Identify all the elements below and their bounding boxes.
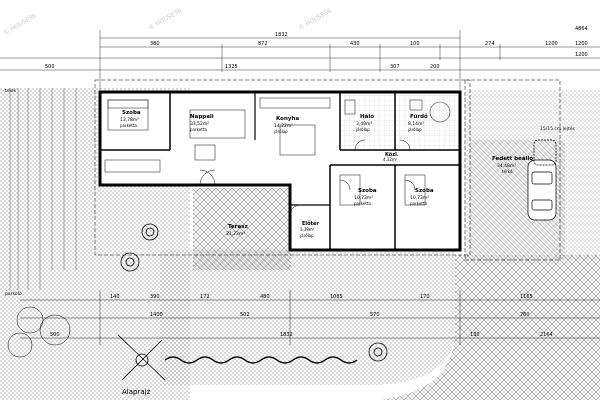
- slope-note: 15/15 cm lejtés: [540, 125, 575, 132]
- svg-text:500: 500: [45, 64, 55, 70]
- room-area-beallo: 34,48m²: [497, 163, 516, 169]
- svg-text:172: 172: [200, 294, 210, 300]
- svg-text:100: 100: [410, 41, 420, 47]
- svg-text:130: 130: [470, 332, 480, 338]
- svg-text:307: 307: [390, 64, 400, 70]
- watermark-3: © HOUSE36: [298, 7, 333, 32]
- furniture: [104, 97, 451, 206]
- room-name-konyha: Konyha: [276, 116, 299, 122]
- bottom-dimension-lines: [20, 290, 600, 345]
- svg-text:1200: 1200: [545, 41, 558, 47]
- svg-text:872: 872: [258, 41, 268, 47]
- room-name-nappali: Nappali: [190, 114, 214, 120]
- room-name-kozl: Közl.: [385, 152, 399, 158]
- svg-text:1400: 1400: [150, 312, 163, 318]
- front-garden-dotted: [160, 250, 455, 385]
- terrace-paving: [193, 188, 291, 270]
- room-floor-konyha: járólap: [273, 129, 288, 134]
- section-arrow-icon: [117, 334, 166, 381]
- room-area-wc: 3,49m²: [356, 121, 372, 127]
- svg-text:570: 570: [370, 312, 380, 318]
- room-floor-szoba2: parketta: [410, 201, 427, 206]
- dim-row2: 380 872 430 100 274 1200: [150, 41, 558, 47]
- svg-text:140: 140: [110, 294, 120, 300]
- svg-text:200: 200: [430, 64, 440, 70]
- svg-text:1165: 1165: [520, 294, 533, 300]
- roof-outline-dashed: [94, 79, 561, 261]
- watermark-1: © HOUSE36: [3, 12, 38, 37]
- dim-right-a: 4864: [575, 26, 588, 32]
- hedge-row: [164, 356, 358, 364]
- svg-text:502: 502: [240, 312, 250, 318]
- room-name-furdo: Fürdő: [410, 114, 428, 120]
- room-area-szoba1: 10,73m²: [354, 195, 373, 201]
- room-name-terasz: Terasz: [228, 224, 248, 230]
- svg-text:170: 170: [420, 294, 430, 300]
- room-area-furdo: 8,14m²: [408, 121, 424, 127]
- dim-row3: 500 1325 307 200: [45, 64, 440, 70]
- room-area-szoba2: 10,73m²: [410, 195, 429, 201]
- room-floor-nappali: parketta: [190, 127, 207, 132]
- parking-note: parkoló: [5, 290, 22, 297]
- room-floor-wc: járólap: [355, 127, 370, 132]
- svg-text:1832: 1832: [280, 332, 293, 338]
- tree-icons: [7, 223, 388, 362]
- svg-text:1325: 1325: [225, 64, 238, 70]
- room-name-haloszoba: Szoba: [122, 110, 141, 116]
- room-name-beallo: Fedett beálló: [492, 155, 533, 162]
- room-area-haloszoba: 13,78m²: [120, 117, 139, 123]
- dim-right-b: 1200: [575, 41, 588, 47]
- svg-text:1085: 1085: [330, 294, 343, 300]
- dim-bottom-row3: 500 1832 130 2164: [50, 332, 553, 338]
- svg-text:274: 274: [485, 41, 495, 47]
- site-note: telek: [5, 88, 17, 94]
- wc-tiles: [341, 94, 394, 149]
- svg-text:2164: 2164: [540, 332, 553, 338]
- paved-driveway: [380, 255, 600, 400]
- room-floor-beallo: térkő: [502, 169, 513, 174]
- room-name-szoba2: Szoba: [415, 188, 434, 194]
- room-name-eloter: Előtér: [302, 220, 319, 227]
- svg-text:500: 500: [50, 332, 60, 338]
- svg-text:430: 430: [350, 41, 360, 47]
- room-area-konyha: 14,22m²: [274, 123, 293, 129]
- dim-right-c: 1200: [575, 52, 588, 58]
- svg-text:390: 390: [150, 294, 160, 300]
- room-name-wc: Háló: [360, 113, 374, 120]
- door-swings: [199, 139, 416, 216]
- room-name-szoba1: Szoba: [358, 188, 377, 194]
- dim-total: 1832: [275, 32, 288, 38]
- car-icon: [527, 139, 557, 221]
- room-floor-szoba1: parketta: [354, 201, 371, 206]
- left-dimension-lines: [9, 88, 77, 290]
- top-dimension-lines: [0, 30, 600, 90]
- room-floor-furdo: járólap: [407, 127, 422, 132]
- room-area-nappali: 33,52m²: [190, 121, 209, 127]
- room-area-terasz: 21,23m²: [226, 231, 245, 237]
- bath-tiles: [396, 94, 458, 149]
- svg-text:480: 480: [260, 294, 270, 300]
- room-floor-haloszoba: parketta: [120, 123, 137, 128]
- room-labels: Szoba 13,78m² parketta Nappali 33,52m² p…: [120, 110, 533, 238]
- dim-bottom-row1: 140 390 172 480 1085 170 1165: [110, 294, 533, 300]
- room-area-eloter: 3,39m²: [300, 227, 315, 232]
- room-area-kozl: 4,32m²: [383, 157, 398, 162]
- svg-text:760: 760: [520, 312, 530, 318]
- svg-text:380: 380: [150, 41, 160, 47]
- compass-label: Alaprajz: [122, 388, 151, 396]
- watermark-2: © HOUSE36: [148, 7, 183, 32]
- dim-bottom-row2: 1400 502 570 760: [150, 312, 530, 318]
- room-floor-eloter: járólap: [299, 233, 314, 238]
